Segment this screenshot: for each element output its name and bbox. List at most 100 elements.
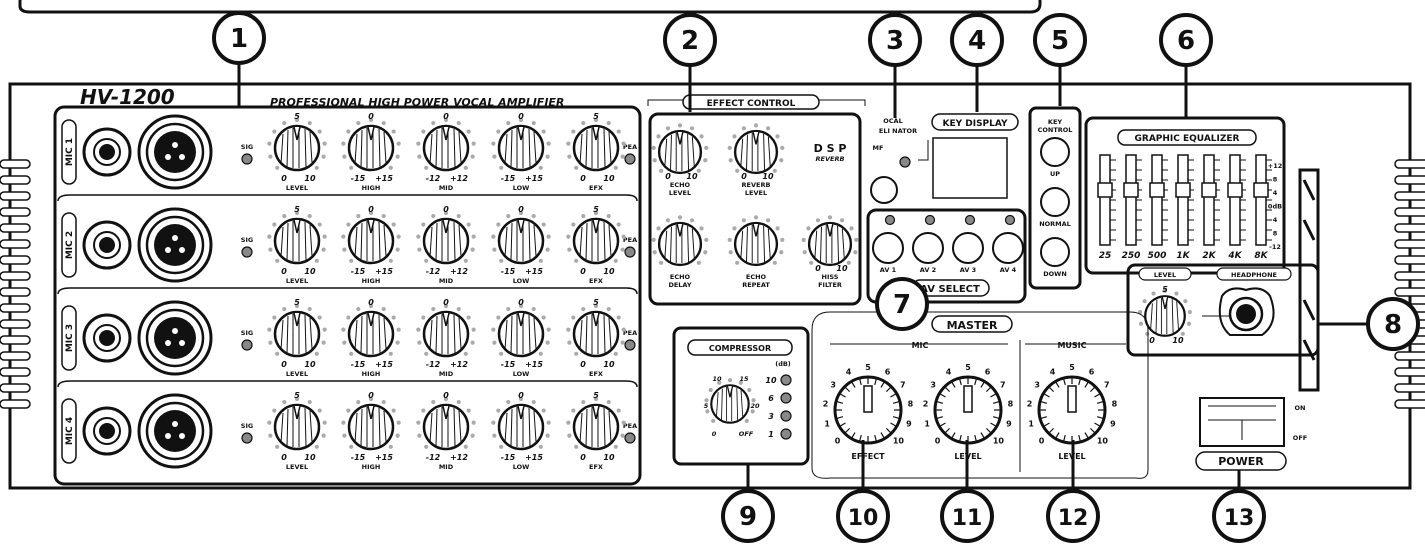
level-knob[interactable] [267, 210, 327, 265]
scale-dot [466, 129, 471, 134]
low-knob[interactable] [491, 396, 551, 451]
quarter-inch-jack[interactable] [82, 313, 132, 363]
master-frame [811, 311, 1149, 479]
eq-band-label: 25 [1099, 251, 1112, 261]
scale-dot [314, 444, 319, 449]
eq-fader-cap[interactable] [1201, 182, 1217, 198]
headphone-knob[interactable] [1138, 288, 1192, 337]
level-knob[interactable] [267, 117, 327, 172]
scale-dot [463, 165, 468, 170]
eq-slider-2K[interactable] [1201, 154, 1220, 246]
av-3-button[interactable] [952, 232, 984, 264]
scale-dot [275, 165, 280, 170]
eq-slider-25[interactable] [1097, 154, 1116, 246]
high-knob[interactable] [341, 303, 401, 358]
scale-dot [322, 420, 327, 425]
vocal-eliminator-button[interactable] [870, 176, 898, 204]
scale-dot [416, 327, 421, 332]
knob-max-label: 10 [836, 264, 848, 273]
mid-knob[interactable] [416, 303, 476, 358]
eq-slider-8K[interactable] [1253, 154, 1272, 246]
mid-knob[interactable] [416, 396, 476, 451]
effect-knob-3[interactable] [651, 215, 709, 267]
scale-dot [471, 234, 476, 239]
eq-slider-500[interactable] [1149, 154, 1168, 246]
effect-knob-2[interactable] [727, 123, 785, 175]
eq-fader-cap[interactable] [1149, 182, 1165, 198]
key-up-button[interactable] [1040, 137, 1070, 167]
xlr-jack[interactable] [137, 207, 213, 283]
vocal-eliminator-led [899, 156, 911, 168]
knob-top-label: 5 [1162, 285, 1168, 294]
vent-slot [1394, 239, 1425, 249]
low-knob[interactable] [491, 117, 551, 172]
low-knob[interactable] [491, 303, 551, 358]
level-knob[interactable] [267, 303, 327, 358]
scale-dot [1142, 299, 1147, 304]
knob-max-label: +15 [525, 267, 543, 276]
scale-dot [492, 247, 497, 252]
quarter-inch-jack[interactable] [82, 406, 132, 456]
high-knob[interactable] [341, 210, 401, 265]
quarter-inch-jack[interactable] [82, 127, 132, 177]
xlr-jack[interactable] [137, 114, 213, 190]
av-1-button[interactable] [872, 232, 904, 264]
vent-slot [1394, 383, 1425, 393]
xlr-jack[interactable] [137, 393, 213, 469]
quarter-inch-jack[interactable] [82, 220, 132, 270]
scale-dot [775, 226, 780, 231]
left-vents [0, 159, 31, 409]
mid-knob[interactable] [416, 210, 476, 265]
av-4-button[interactable] [992, 232, 1024, 264]
effect-knob-4[interactable] [727, 215, 785, 267]
master-knob-2[interactable]: 012345678910LEVEL [923, 363, 1014, 461]
eq-slider-1K[interactable] [1175, 154, 1194, 246]
knob-top-label: 0 [368, 205, 374, 214]
master-dial-number: 3 [930, 381, 936, 390]
effect-knob-1[interactable] [651, 123, 709, 175]
mid-knob[interactable] [416, 117, 476, 172]
compressor-dial[interactable] [704, 378, 756, 424]
eq-fader-cap[interactable] [1097, 182, 1113, 198]
efx-knob[interactable] [566, 117, 626, 172]
efx-knob[interactable] [566, 210, 626, 265]
effect-knob-5[interactable] [801, 215, 859, 267]
high-knob[interactable] [341, 396, 401, 451]
eq-fader-cap[interactable] [1227, 182, 1243, 198]
av-2-button[interactable] [912, 232, 944, 264]
knob-name-label: LOW [513, 370, 530, 378]
scale-dot [728, 250, 733, 255]
knob-name-label: LOW [513, 463, 530, 471]
master-dial-number: 7 [1104, 381, 1110, 390]
xlr-jack[interactable] [137, 300, 213, 376]
knob-top-label: 5 [294, 205, 300, 214]
headphone-jack[interactable] [1218, 287, 1275, 336]
scale-dot [443, 210, 449, 216]
knob-min-label: -15 [351, 267, 366, 276]
equalizer-title: GRAPHIC EQUALIZER [1135, 134, 1240, 144]
low-knob[interactable] [491, 210, 551, 265]
scale-dot [827, 215, 833, 220]
callout-number: 7 [893, 290, 911, 320]
master-dial-number: 1 [1028, 419, 1034, 428]
knob-min-label: -12 [426, 453, 441, 462]
eq-fader-cap[interactable] [1175, 182, 1191, 198]
efx-knob[interactable] [566, 303, 626, 358]
scale-dot [322, 141, 327, 146]
efx-knob[interactable] [566, 396, 626, 451]
level-knob[interactable] [267, 396, 327, 451]
eq-slider-250[interactable] [1123, 154, 1142, 246]
key-normal-button[interactable] [1040, 187, 1070, 217]
high-knob[interactable] [341, 117, 401, 172]
scale-dot [492, 340, 497, 345]
eq-fader-cap[interactable] [1253, 182, 1269, 198]
scale-dot [735, 168, 740, 173]
key-down-button[interactable] [1040, 237, 1070, 267]
eq-fader-cap[interactable] [1123, 182, 1139, 198]
eq-slider-4K[interactable] [1227, 154, 1246, 246]
